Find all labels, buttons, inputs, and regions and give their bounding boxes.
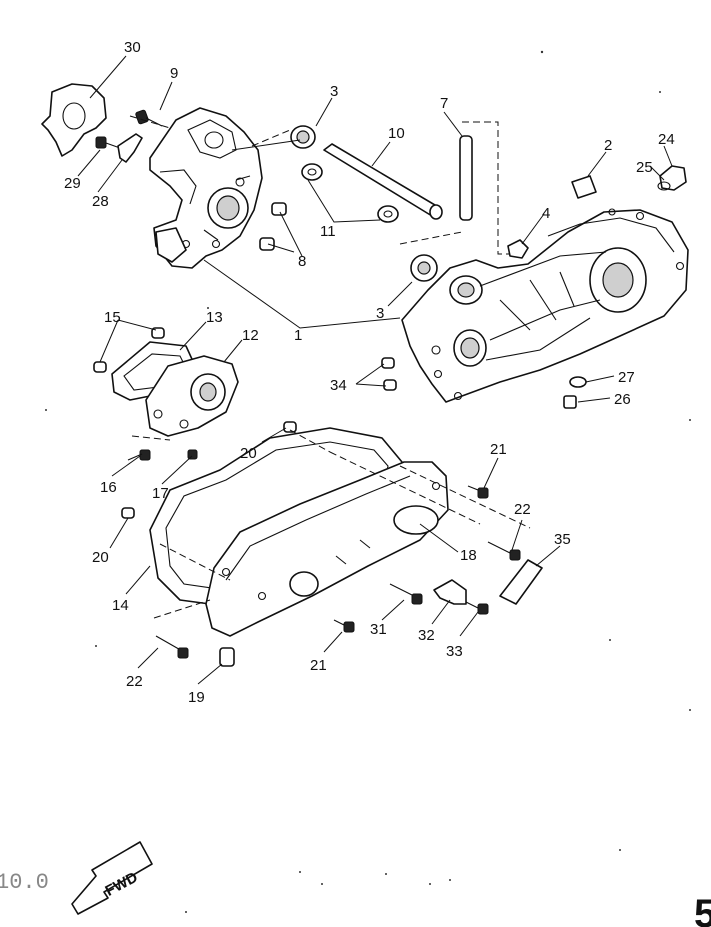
part-32-bracket — [433, 579, 467, 605]
callout-17: 17 — [152, 485, 169, 502]
callout-21-lower: 21 — [310, 657, 327, 674]
callout-3-upper: 3 — [330, 83, 338, 100]
part-10-shaft — [323, 143, 443, 220]
part-15-dowels — [93, 327, 165, 373]
callout-22-lower: 22 — [126, 673, 143, 690]
callout-2: 2 — [604, 137, 612, 154]
part-12-pump-cover — [145, 355, 239, 437]
callout-32: 32 — [418, 627, 435, 644]
callout-31: 31 — [370, 621, 387, 638]
part-4-fitting — [507, 239, 529, 259]
callout-27: 27 — [618, 369, 635, 386]
callout-8: 8 — [298, 253, 306, 270]
part-31-bolt — [389, 583, 423, 605]
callout-12: 12 — [242, 327, 259, 344]
callout-20-lower: 20 — [92, 549, 109, 566]
page-marker: 5 — [694, 892, 711, 927]
callout-10: 10 — [388, 125, 405, 142]
callout-11: 11 — [320, 223, 336, 240]
footer-code: 10.0 — [0, 870, 49, 895]
callout-21-upper: 21 — [490, 441, 507, 458]
part-29-bolt — [95, 136, 121, 149]
part-11-washers — [301, 163, 399, 223]
part-30-plate — [41, 83, 107, 157]
callout-labels: 30 9 3 7 10 2 24 25 29 28 11 4 8 3 1 15 … — [64, 39, 675, 706]
callout-14: 14 — [112, 597, 129, 614]
callout-1: 1 — [294, 327, 302, 344]
callout-24: 24 — [658, 131, 675, 148]
part-18-cover — [205, 461, 449, 637]
part-2-bushing — [571, 175, 597, 199]
right-crankcase-half — [401, 208, 689, 403]
part-9-bolt — [135, 109, 163, 127]
leader-lines — [77, 55, 673, 685]
part-3-bearing-upper — [290, 125, 316, 149]
part-21-bolts — [333, 485, 489, 633]
callout-13: 13 — [206, 309, 223, 326]
callout-30: 30 — [124, 39, 141, 56]
callout-19: 19 — [188, 689, 205, 706]
callout-20-upper: 20 — [240, 445, 257, 462]
scan-specks — [45, 50, 691, 913]
callout-34: 34 — [330, 377, 347, 394]
part-33-bolt — [465, 601, 489, 615]
part-26-27-drain — [563, 376, 587, 409]
part-34-dowels — [381, 357, 397, 391]
part-22-bolts — [155, 541, 521, 659]
fwd-direction-arrow: FWD — [71, 841, 153, 915]
part-35-label-plate — [499, 559, 543, 605]
callout-3-lower: 3 — [376, 305, 384, 322]
callout-28: 28 — [92, 193, 109, 210]
callout-25: 25 — [636, 159, 653, 176]
callout-26: 26 — [614, 391, 631, 408]
callout-15: 15 — [104, 309, 121, 326]
callout-22-right: 22 — [514, 501, 531, 518]
part-7-pin — [459, 135, 473, 221]
part-19-dowel — [219, 647, 235, 667]
assembly-dashed-lines — [129, 115, 531, 619]
part-16-17-bolts — [127, 449, 198, 461]
left-crankcase-half — [149, 107, 263, 269]
callout-4: 4 — [542, 205, 550, 222]
callout-16: 16 — [100, 479, 117, 496]
part-3-bearing-lower — [410, 254, 438, 282]
part-20-dowels — [121, 421, 297, 519]
part-28-clip — [117, 133, 143, 163]
callout-7: 7 — [440, 95, 448, 112]
callout-33: 33 — [446, 643, 463, 660]
part-8-dowels — [259, 202, 287, 251]
callout-18: 18 — [460, 547, 477, 564]
callout-29: 29 — [64, 175, 81, 192]
callout-35: 35 — [554, 531, 571, 548]
callout-9: 9 — [170, 65, 178, 82]
